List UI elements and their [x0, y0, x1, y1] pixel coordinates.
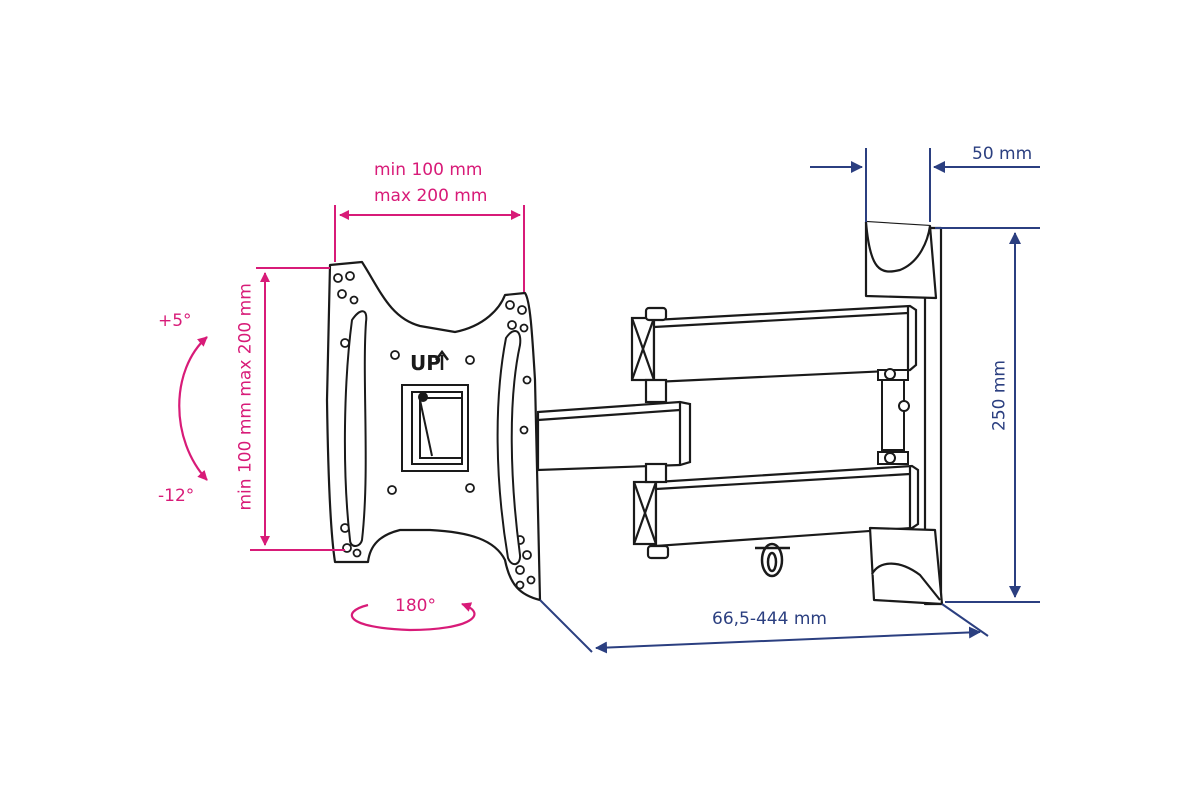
plate-slots — [343, 310, 522, 566]
wall-plate-depth-label: 50 mm — [972, 144, 1033, 164]
vesa-h-max-label: max 200 mm — [374, 186, 488, 206]
vesa-h-min-label: min 100 mm — [374, 160, 483, 180]
wall-hinge — [877, 368, 910, 465]
up-arrow-icon — [435, 349, 449, 370]
tilt-down-label: -12° — [158, 486, 195, 506]
tilt-up-label: +5° — [158, 311, 192, 331]
short-arm — [536, 400, 692, 472]
extension-range-label: 66,5-444 mm — [712, 609, 827, 629]
cable-ring — [755, 542, 790, 578]
vesa-v-label: min 100 mm max 200 mm — [235, 283, 256, 511]
upper-arm — [630, 304, 918, 404]
wall-plate-height-label: 250 mm — [989, 360, 1010, 431]
wall-plate-height-dimension — [935, 227, 1040, 603]
lower-arm — [632, 462, 920, 560]
vesa-horizontal-dimension — [334, 205, 525, 292]
swivel-label: 180° — [395, 596, 436, 616]
rotation-arrow-icon — [350, 602, 476, 632]
vesa-vertical-dimension — [250, 267, 345, 551]
up-mark: UP — [410, 351, 441, 375]
extension-dimension — [539, 599, 989, 654]
wall-plate — [864, 220, 944, 606]
center-bracket — [401, 384, 469, 472]
wall-plate-depth-dimension — [810, 148, 1040, 222]
curved-double-arrow-icon — [178, 336, 208, 481]
